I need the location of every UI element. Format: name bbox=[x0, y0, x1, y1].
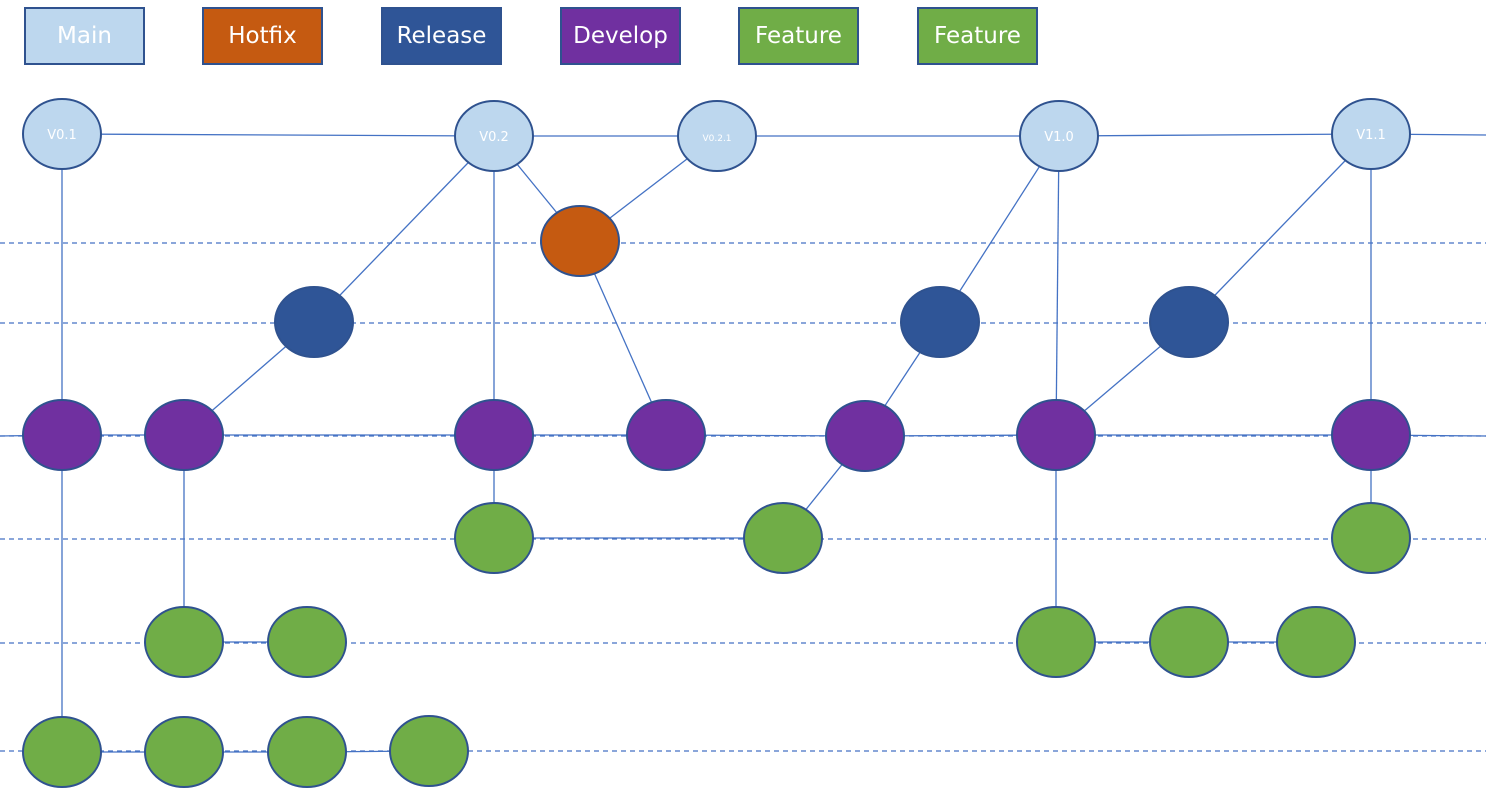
develop-commit-d6 bbox=[1016, 399, 1096, 471]
tag-label: V0.2.1 bbox=[702, 134, 731, 144]
legend-feature-2-label: Feature bbox=[934, 23, 1021, 49]
feature-commit-f7 bbox=[1149, 606, 1229, 678]
feature-commit-f2 bbox=[743, 502, 823, 574]
feature-node bbox=[454, 502, 534, 574]
legend-release: Release bbox=[381, 7, 502, 65]
feature-commit-f9 bbox=[22, 716, 102, 788]
tag-label: V1.0 bbox=[1044, 130, 1074, 145]
feature-commit-f5 bbox=[267, 606, 347, 678]
feature-node bbox=[1331, 502, 1411, 574]
legend-main: Main bbox=[24, 7, 145, 65]
develop-commit-d2 bbox=[144, 399, 224, 471]
tag-label: V0.2 bbox=[479, 130, 509, 145]
develop-node bbox=[1016, 399, 1096, 471]
edge-10 bbox=[313, 135, 495, 323]
feature-node bbox=[1016, 606, 1096, 678]
commit-nodes: V0.1 V0.2 V0.2.1 V1.0 V1.1 bbox=[22, 98, 1411, 788]
legend-feature-1-label: Feature bbox=[755, 23, 842, 49]
feature-node bbox=[144, 716, 224, 788]
main-commit-m2: V0.2 bbox=[454, 100, 534, 172]
feature-node bbox=[389, 715, 469, 787]
feature-commit-f4 bbox=[144, 606, 224, 678]
lane-lines bbox=[0, 242, 1486, 752]
feature-commit-f12 bbox=[389, 715, 469, 787]
feature-commit-f8 bbox=[1276, 606, 1356, 678]
feature-commit-f1 bbox=[454, 502, 534, 574]
tag-label: V0.1 bbox=[47, 128, 77, 143]
develop-node bbox=[825, 400, 905, 472]
release-commit-r1 bbox=[274, 286, 354, 358]
legend-feature-1: Feature bbox=[738, 7, 859, 65]
release-node bbox=[1149, 286, 1229, 358]
legend: Main Hotfix Release Develop Feature Feat… bbox=[0, 0, 1486, 80]
main-node bbox=[454, 100, 534, 172]
main-node bbox=[22, 98, 102, 170]
feature-node bbox=[743, 502, 823, 574]
feature-commit-f3 bbox=[1331, 502, 1411, 574]
release-commit-r3 bbox=[1149, 286, 1229, 358]
edge-1 bbox=[61, 133, 495, 137]
main-commit-m1: V0.1 bbox=[22, 98, 102, 170]
feature-node bbox=[1276, 606, 1356, 678]
feature-commit-f10 bbox=[144, 716, 224, 788]
develop-node bbox=[144, 399, 224, 471]
main-commit-m3: V0.2.1 bbox=[677, 100, 757, 172]
legend-develop: Develop bbox=[560, 7, 681, 65]
main-commit-m4: V1.0 bbox=[1019, 100, 1099, 172]
develop-commit-d7 bbox=[1331, 399, 1411, 471]
hotfix-commit-h1 bbox=[540, 205, 620, 277]
develop-commit-d5 bbox=[825, 400, 905, 472]
legend-feature-2: Feature bbox=[917, 7, 1038, 65]
tag-label: V1.1 bbox=[1356, 128, 1386, 143]
develop-node bbox=[1331, 399, 1411, 471]
feature-node bbox=[267, 716, 347, 788]
edge-8 bbox=[1055, 135, 1060, 436]
release-node bbox=[274, 286, 354, 358]
main-commit-m5: V1.1 bbox=[1331, 98, 1411, 170]
edge-17 bbox=[1188, 133, 1372, 323]
feature-node bbox=[267, 606, 347, 678]
develop-node bbox=[626, 399, 706, 471]
develop-commit-d4 bbox=[626, 399, 706, 471]
legend-main-label: Main bbox=[57, 23, 112, 49]
release-commit-r2 bbox=[900, 286, 980, 358]
develop-commit-d1 bbox=[22, 399, 102, 471]
feature-commit-f11 bbox=[267, 716, 347, 788]
main-node bbox=[677, 100, 757, 172]
legend-develop-label: Develop bbox=[573, 23, 668, 49]
feature-node bbox=[144, 606, 224, 678]
hotfix-node bbox=[540, 205, 620, 277]
legend-hotfix: Hotfix bbox=[202, 7, 323, 65]
develop-node bbox=[22, 399, 102, 471]
edge-4 bbox=[1058, 133, 1372, 137]
develop-node bbox=[454, 399, 534, 471]
feature-node bbox=[22, 716, 102, 788]
feature-node bbox=[1149, 606, 1229, 678]
legend-hotfix-label: Hotfix bbox=[228, 23, 297, 49]
legend-release-label: Release bbox=[396, 23, 487, 49]
feature-commit-f6 bbox=[1016, 606, 1096, 678]
develop-commit-d3 bbox=[454, 399, 534, 471]
release-node bbox=[900, 286, 980, 358]
main-node bbox=[1331, 98, 1411, 170]
main-node bbox=[1019, 100, 1099, 172]
